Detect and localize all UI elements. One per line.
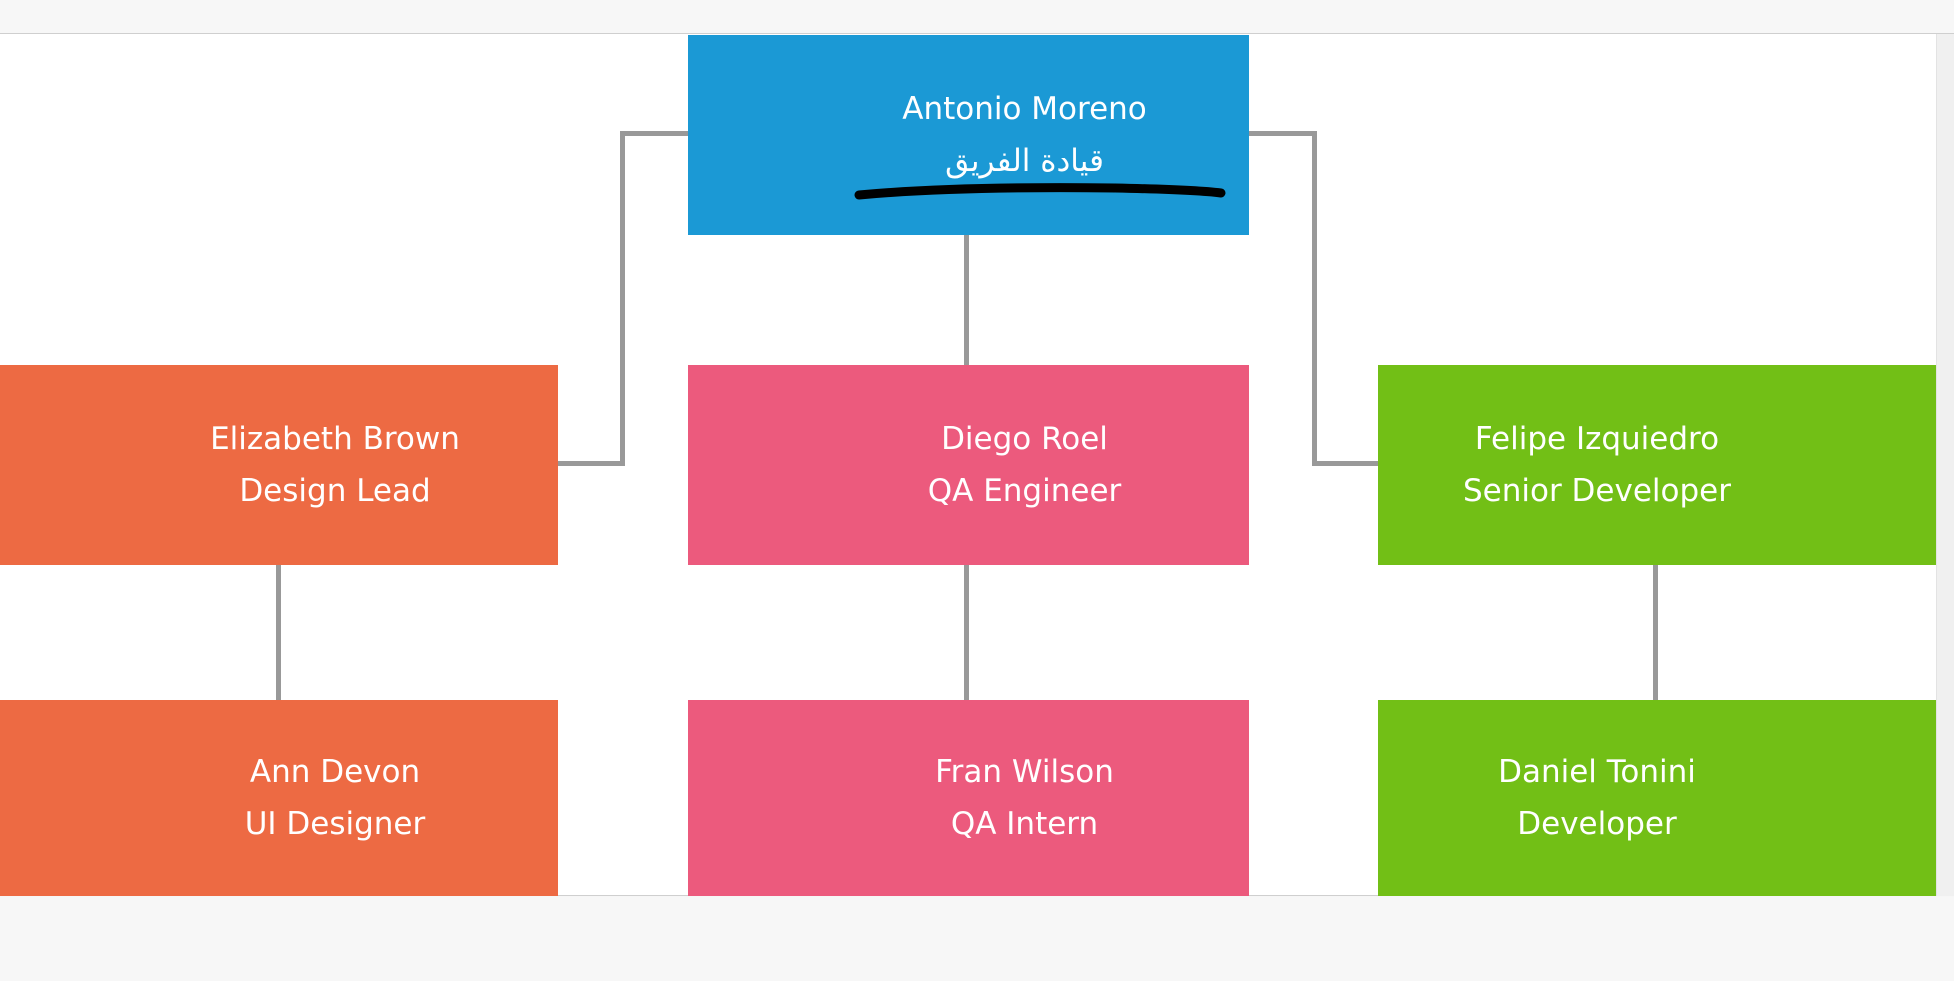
node-fran-wilson-text-group: Fran Wilson QA Intern [935, 746, 1114, 850]
bottom-chrome-band [0, 897, 1954, 981]
connector-root-to-design-lead-top [620, 131, 690, 136]
node-ann-devon-name: Ann Devon [249, 754, 421, 790]
node-felipe-izquiedro-text-group: Felipe Izquiedro Senior Developer [1463, 413, 1731, 517]
node-felipe-izquiedro-name: Felipe Izquiedro [1474, 421, 1720, 457]
node-felipe-izquiedro[interactable]: Felipe Izquiedro Senior Developer [1378, 365, 1936, 565]
node-root-name: Antonio Moreno [902, 91, 1147, 127]
node-elizabeth-brown-text-group: Elizabeth Brown Design Lead [210, 413, 460, 517]
node-ann-devon-role: UI Designer [244, 806, 426, 842]
node-antonio-moreno[interactable]: Antonio Moreno قيادة الفريق [688, 35, 1249, 235]
node-elizabeth-brown[interactable]: Elizabeth Brown Design Lead [0, 365, 558, 565]
connector-design-lead-to-ui-designer [276, 565, 281, 700]
connector-qa-engineer-to-qa-intern [964, 565, 969, 700]
top-chrome-band [0, 0, 1954, 34]
connector-root-to-senior-developer-bottom [1312, 461, 1378, 466]
node-diego-roel-role: QA Engineer [927, 473, 1122, 509]
connector-root-to-senior-developer-vertical [1312, 131, 1317, 466]
node-elizabeth-brown-role: Design Lead [239, 473, 431, 509]
node-root-text-group: Antonio Moreno قيادة الفريق [902, 83, 1147, 187]
node-ann-devon[interactable]: Ann Devon UI Designer [0, 700, 558, 896]
connector-root-to-senior-developer-top [1249, 131, 1317, 136]
node-diego-roel-text-group: Diego Roel QA Engineer [928, 413, 1122, 517]
node-root-role: قيادة الفريق [945, 143, 1104, 179]
node-daniel-tonini-role: Developer [1517, 806, 1677, 842]
node-felipe-izquiedro-role: Senior Developer [1462, 473, 1731, 509]
connector-senior-developer-to-developer [1653, 565, 1658, 700]
node-diego-roel-name: Diego Roel [941, 421, 1108, 457]
node-diego-roel[interactable]: Diego Roel QA Engineer [688, 365, 1249, 565]
node-daniel-tonini-text-group: Daniel Tonini Developer [1498, 746, 1696, 850]
node-daniel-tonini-name: Daniel Tonini [1498, 754, 1696, 790]
node-elizabeth-brown-name: Elizabeth Brown [210, 421, 460, 457]
connector-root-to-qa-engineer [964, 235, 969, 366]
node-daniel-tonini[interactable]: Daniel Tonini Developer [1378, 700, 1936, 896]
connector-root-to-design-lead-vertical [620, 131, 625, 466]
node-fran-wilson[interactable]: Fran Wilson QA Intern [688, 700, 1249, 896]
vertical-scrollbar[interactable] [1936, 34, 1954, 896]
connector-root-to-design-lead-bottom [558, 461, 625, 466]
node-fran-wilson-role: QA Intern [950, 806, 1099, 842]
node-ann-devon-text-group: Ann Devon UI Designer [245, 746, 426, 850]
node-fran-wilson-name: Fran Wilson [935, 754, 1114, 790]
